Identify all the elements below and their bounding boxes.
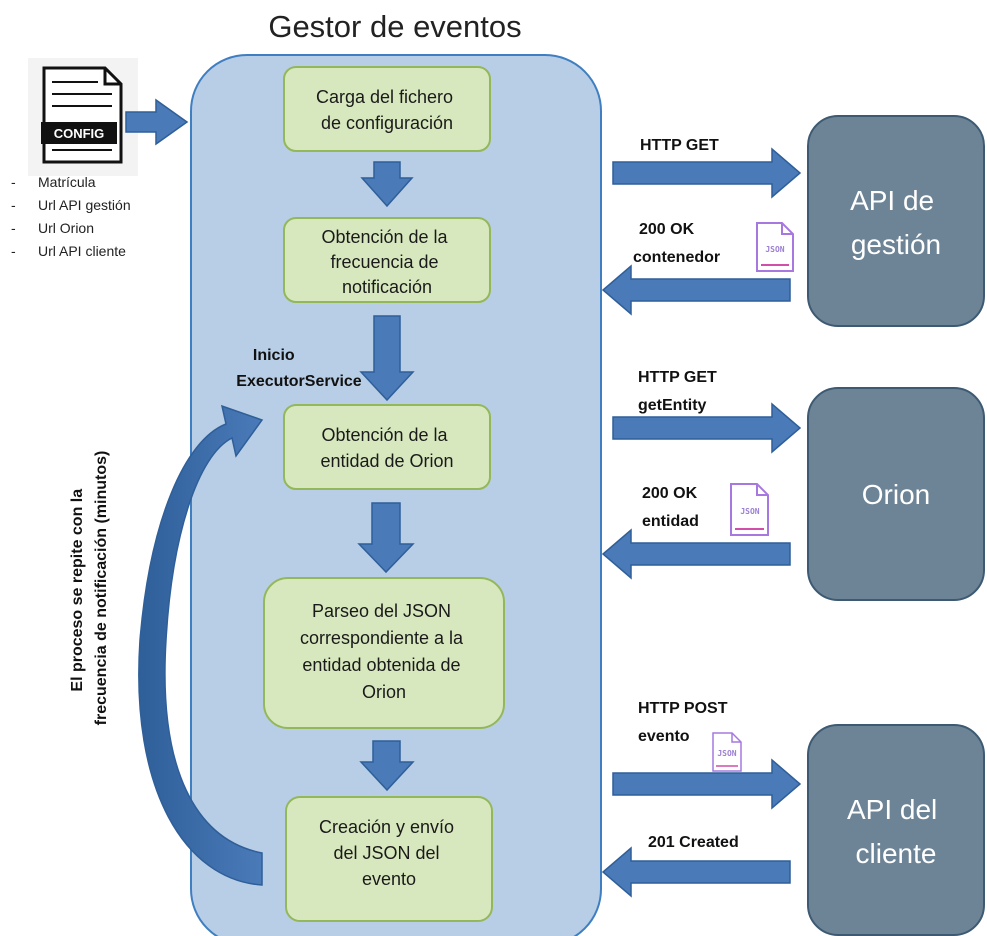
repeat-loop-arrow (138, 404, 264, 886)
service-label: Orion (862, 479, 930, 510)
step-get-frequency (283, 217, 491, 303)
step-label: Carga del fichero de configuración (316, 87, 458, 133)
config-items-list: - Matrícula - Url API gestión - Url Orio… (11, 174, 131, 259)
loop-label: El proceso se repite con la frecuencia d… (69, 451, 110, 726)
executor-label: Inicio ExecutorService (236, 347, 362, 390)
svg-text:JSON: JSON (740, 507, 759, 516)
json-file-icon: JSON (712, 732, 742, 772)
request-arrow-api-gestion (612, 147, 802, 199)
step-get-orion-entity (283, 404, 491, 490)
request-label: HTTP POST evento (638, 700, 732, 745)
json-file-icon: JSON (756, 222, 794, 272)
svg-text:JSON: JSON (765, 245, 784, 254)
svg-text:-: - (11, 197, 16, 213)
request-arrow-orion (612, 402, 802, 454)
response-label: 200 OK contenedor (633, 221, 720, 266)
step-label: Obtención de la frecuencia de notificaci… (321, 227, 452, 297)
step-label: Parseo del JSON correspondiente a la ent… (300, 601, 468, 702)
step-label: Obtención de la entidad de Orion (320, 425, 453, 471)
service-api-gestion (807, 115, 985, 327)
response-arrow-api-gestion (601, 264, 791, 316)
step-create-send-event (285, 796, 493, 922)
config-input-arrow (125, 98, 189, 146)
request-arrow-api-cliente (612, 758, 802, 810)
response-arrow-api-cliente (601, 846, 791, 898)
flow-arrow-down (359, 315, 415, 402)
response-arrow-orion (601, 528, 791, 580)
flow-arrow-down (357, 502, 415, 574)
service-api-cliente (807, 724, 985, 936)
response-label: 200 OK entidad (642, 485, 702, 530)
config-item: Url API gestión (38, 197, 131, 213)
flow-arrow-down (360, 161, 414, 208)
svg-text:JSON: JSON (717, 749, 736, 758)
request-label: HTTP GET getEntity (638, 369, 721, 414)
svg-text:-: - (11, 243, 16, 259)
json-file-icon: JSON (730, 483, 769, 536)
request-label: HTTP GET (640, 137, 719, 154)
service-label: API del cliente (847, 794, 945, 869)
svg-text:-: - (11, 174, 16, 190)
diagram-title: Gestor de eventos (268, 9, 521, 44)
config-file-icon: CONFIG (28, 58, 138, 176)
step-parse-json (263, 577, 505, 729)
config-item: Matrícula (38, 174, 96, 190)
service-orion (807, 387, 985, 601)
service-label: API de gestión (850, 185, 942, 260)
step-load-config (283, 66, 491, 152)
config-icon-label: CONFIG (54, 126, 105, 141)
flow-arrow-down (359, 740, 415, 792)
response-label: 201 Created (648, 834, 739, 851)
config-item: Url Orion (38, 220, 94, 236)
step-label: Creación y envío del JSON del evento (319, 817, 459, 889)
config-item: Url API cliente (38, 243, 126, 259)
svg-text:-: - (11, 220, 16, 236)
